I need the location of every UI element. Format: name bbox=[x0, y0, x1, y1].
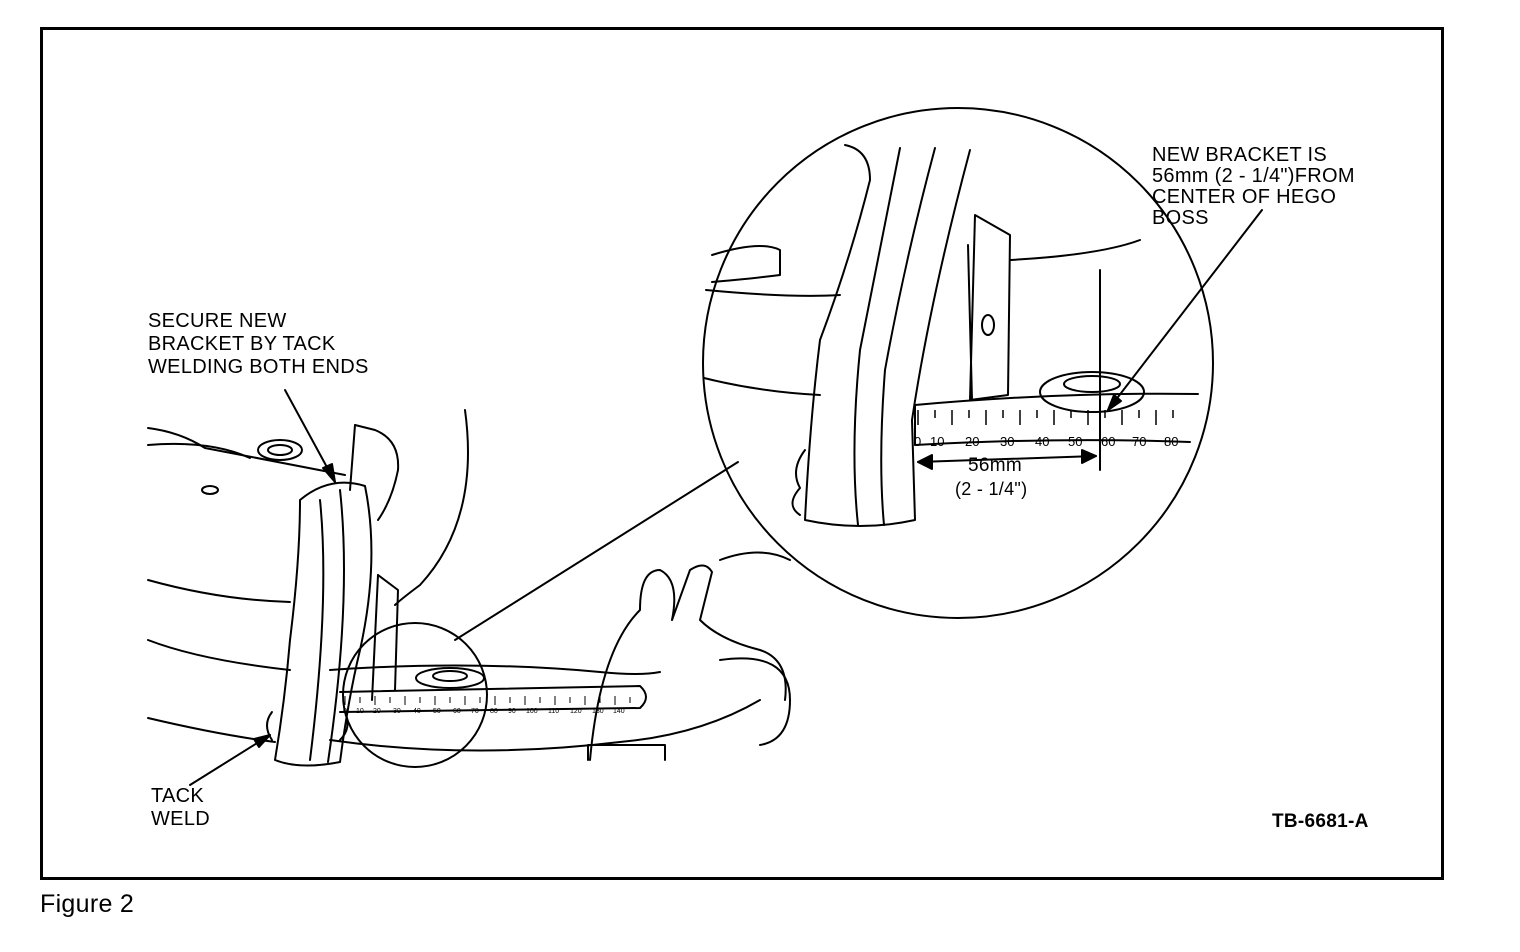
exhaust-pipe bbox=[339, 685, 647, 713]
hego-boss-large bbox=[1039, 371, 1145, 413]
dimension-mm: 56mm bbox=[968, 455, 1022, 476]
small-scale-70: 70 bbox=[471, 708, 479, 715]
small-scale-0: 0 bbox=[343, 708, 347, 715]
large-scale-30: 30 bbox=[1000, 434, 1014, 449]
figure-caption: Figure 2 bbox=[40, 890, 135, 918]
bracket-plate bbox=[969, 214, 1011, 401]
large-scale-40: 40 bbox=[1035, 434, 1049, 449]
large-scale-80: 80 bbox=[1164, 434, 1178, 449]
boss-left bbox=[257, 439, 303, 461]
hanger-component bbox=[589, 564, 787, 761]
large-scale-70: 70 bbox=[1132, 434, 1146, 449]
small-scale-120: 120 bbox=[570, 708, 582, 715]
small-scale-30: 30 bbox=[393, 708, 401, 715]
leader-new-bracket bbox=[1107, 209, 1263, 411]
small-scale-130: 130 bbox=[592, 708, 604, 715]
small-scale-40: 40 bbox=[413, 708, 421, 715]
small-scale-80: 80 bbox=[490, 708, 498, 715]
small-scale-110: 110 bbox=[548, 708, 559, 715]
label-secure-bracket: SECURE NEW BRACKET BY TACK WELDING BOTH … bbox=[148, 310, 369, 378]
small-scale-90: 90 bbox=[508, 708, 516, 715]
hego-boss-small bbox=[415, 667, 485, 689]
magnifier-small bbox=[342, 622, 488, 768]
figure-frame bbox=[40, 27, 1444, 880]
small-scale-60: 60 bbox=[453, 708, 461, 715]
large-scale-0: 0 bbox=[914, 434, 921, 449]
clamp bbox=[587, 744, 666, 761]
small-scale-100: 100 bbox=[526, 708, 538, 715]
bracket-main bbox=[274, 481, 373, 767]
bracket-large bbox=[804, 144, 971, 527]
small-scale-10: 10 bbox=[356, 708, 364, 715]
large-scale-60: 60 bbox=[1101, 434, 1115, 449]
large-scale-10: 10 bbox=[930, 434, 944, 449]
magnifier-large bbox=[702, 107, 1214, 619]
body-panel-edge bbox=[147, 427, 346, 476]
leader-to-magnifier bbox=[454, 461, 739, 641]
small-scale-20: 20 bbox=[373, 708, 381, 715]
reference-code: TB-6681-A bbox=[1272, 811, 1369, 832]
dimension-line bbox=[917, 455, 1097, 463]
dimension-inches: (2 - 1/4") bbox=[955, 479, 1028, 499]
large-scale-20: 20 bbox=[965, 434, 979, 449]
label-new-bracket-distance: NEW BRACKET IS 56mm (2 - 1/4")FROM CENTE… bbox=[1152, 144, 1355, 229]
small-scale-140: 140 bbox=[613, 708, 625, 715]
small-scale-50: 50 bbox=[433, 708, 441, 715]
label-tack-weld: TACK WELD bbox=[151, 785, 210, 830]
tire-outline bbox=[394, 409, 469, 606]
large-scale-50: 50 bbox=[1068, 434, 1082, 449]
